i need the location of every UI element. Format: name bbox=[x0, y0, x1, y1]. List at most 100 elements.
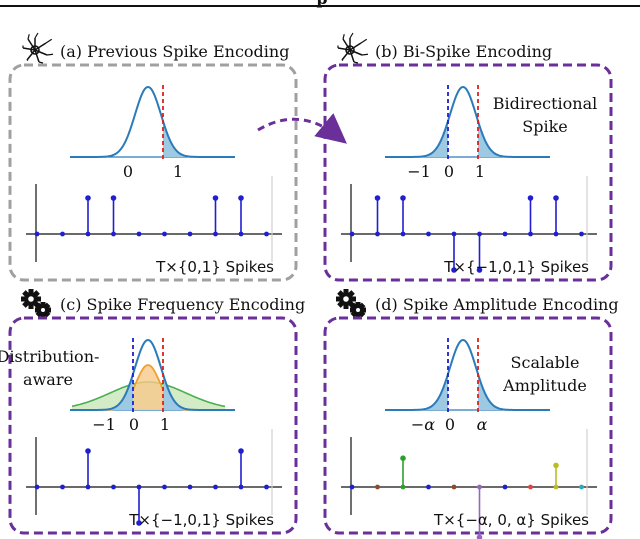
spike-base bbox=[426, 231, 431, 237]
spike-head bbox=[400, 195, 406, 201]
panel-a: (a) Previous Spike Encoding 0 1T×{0,1} Spi… bbox=[8, 32, 298, 282]
spike-head bbox=[238, 448, 244, 454]
tick-label: α bbox=[477, 415, 488, 434]
spike-base bbox=[85, 484, 91, 490]
spike-base bbox=[60, 231, 65, 237]
tick-label: −1 bbox=[407, 162, 431, 181]
tick-label: −1 bbox=[92, 415, 116, 434]
neuron-icon bbox=[22, 32, 54, 64]
spike-base bbox=[111, 484, 116, 490]
spike-base bbox=[477, 231, 482, 237]
spikes-label: T×{0,1} Spikes bbox=[155, 258, 274, 276]
spike-base bbox=[400, 231, 406, 237]
spike-base bbox=[426, 484, 431, 490]
spike-head bbox=[553, 462, 559, 469]
panel-frame bbox=[323, 316, 613, 535]
spike-base bbox=[553, 231, 559, 237]
tick-label: 0 bbox=[129, 415, 139, 434]
spike-base bbox=[238, 484, 244, 490]
panel-frame bbox=[8, 63, 298, 282]
tick-label: 0 bbox=[444, 162, 454, 181]
right-tail-fill bbox=[478, 121, 515, 157]
spike-base bbox=[34, 484, 40, 490]
spike-base bbox=[111, 231, 116, 237]
spike-head bbox=[110, 195, 117, 201]
panel-title: (a) Previous Spike Encoding bbox=[60, 42, 289, 61]
panel-c: (c) Spike Frequency Encoding −1 0 1 Distribu… bbox=[0, 289, 305, 535]
spike-base bbox=[375, 231, 380, 237]
annotation-line: Distribution- bbox=[0, 347, 99, 366]
spike-base bbox=[187, 231, 193, 237]
spike-head bbox=[527, 195, 534, 201]
tick-label: −α bbox=[411, 415, 435, 434]
annotation-line: Scalable bbox=[511, 353, 580, 372]
spike-base bbox=[579, 231, 584, 237]
gaussian-curve bbox=[385, 85, 550, 158]
panel-d: (d) Spike Amplitude Encoding −α 0 α Scalable… bbox=[323, 289, 619, 539]
spike-head bbox=[476, 267, 483, 273]
spike-head bbox=[400, 455, 406, 462]
tick-label: 0 bbox=[123, 162, 133, 181]
spike-base bbox=[136, 484, 142, 490]
spike-base bbox=[264, 231, 269, 237]
spike-base bbox=[162, 231, 167, 237]
spike-base bbox=[502, 484, 508, 490]
right-tail-fill bbox=[163, 374, 200, 410]
spike-base bbox=[238, 231, 244, 237]
spike-head bbox=[374, 195, 381, 201]
spike-base bbox=[579, 484, 584, 490]
spike-base bbox=[375, 484, 380, 490]
transition-arrow bbox=[257, 113, 347, 144]
panel-title: (b) Bi-Spike Encoding bbox=[375, 42, 552, 61]
gaussian-curve bbox=[70, 338, 235, 411]
right-tail-fill bbox=[163, 121, 200, 157]
spike-head bbox=[212, 195, 219, 201]
spike-base bbox=[136, 231, 142, 237]
panel-title: (d) Spike Amplitude Encoding bbox=[375, 295, 619, 314]
spike-base bbox=[213, 484, 218, 490]
spikes-label: T×{−1,0,1} Spikes bbox=[128, 511, 274, 529]
spike-base bbox=[400, 484, 406, 490]
tick-label: 0 bbox=[445, 415, 455, 434]
panel-frame bbox=[8, 316, 298, 535]
spike-base bbox=[213, 231, 218, 237]
spike-base bbox=[502, 231, 508, 237]
spike-base bbox=[451, 484, 457, 490]
panel-frame bbox=[323, 63, 613, 282]
spike-base bbox=[85, 231, 91, 237]
tick-label: 1 bbox=[160, 415, 170, 434]
spike-base bbox=[187, 484, 193, 490]
spike-base bbox=[34, 231, 40, 237]
gaussian-curve bbox=[70, 85, 235, 158]
tick-label: 1 bbox=[475, 162, 485, 181]
spikes-label: T×{−1,0,1} Spikes bbox=[443, 258, 589, 276]
spike-head bbox=[85, 195, 91, 201]
panel-title: (c) Spike Frequency Encoding bbox=[60, 295, 305, 314]
spike-head bbox=[238, 195, 244, 201]
gaussian-curve bbox=[385, 338, 550, 411]
spike-base bbox=[349, 484, 355, 490]
panel-b: (b) Bi-Spike Encoding −1 0 1 BidirectionalSp… bbox=[323, 32, 613, 282]
spike-base bbox=[451, 231, 457, 237]
tick-label: 1 bbox=[173, 162, 183, 181]
spike-base bbox=[162, 484, 167, 490]
gears-icon bbox=[336, 289, 366, 318]
left-tail-fill bbox=[96, 374, 133, 410]
spike-head bbox=[85, 448, 91, 454]
left-tail-fill bbox=[411, 374, 448, 410]
annotation-line: Amplitude bbox=[502, 376, 587, 395]
spike-base bbox=[60, 484, 65, 490]
spike-base bbox=[349, 231, 355, 237]
spike-head bbox=[553, 195, 559, 201]
spikes-label: T×{−α, 0, α} Spikes bbox=[433, 511, 589, 529]
spike-base bbox=[528, 231, 533, 237]
annotation-line: Spike bbox=[522, 117, 567, 136]
spike-base bbox=[477, 484, 482, 490]
right-tail-fill bbox=[478, 374, 515, 410]
annotation-line: Bidirectional bbox=[493, 94, 597, 113]
spike-base bbox=[553, 484, 559, 490]
header-partial: p bbox=[316, 0, 327, 8]
annotation-line: aware bbox=[23, 370, 73, 389]
